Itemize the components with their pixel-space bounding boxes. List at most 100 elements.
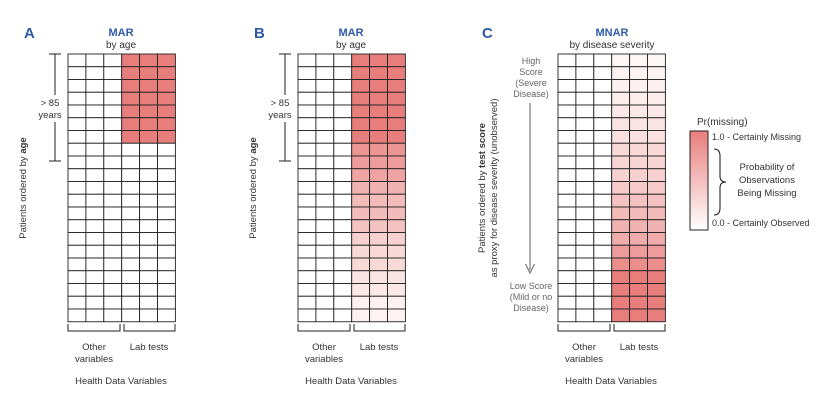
other-variable-cell-r9-c2 [103,168,123,182]
lab-test-cell-r1-c5 [387,66,406,80]
lab-test-cell-r20-c3 [611,308,631,323]
lab-test-cell-r7-c4 [369,142,388,157]
other-variable-cell-r15-c0 [67,244,87,259]
other-variable-cell-r11-c1 [575,193,595,208]
lab-test-cell-r12-c4 [139,206,158,221]
other-variable-cell-r5-c2 [593,117,613,131]
other-variable-cell-r20-c2 [103,308,123,323]
lab-test-cell-r12-c4 [369,206,388,221]
other-variable-cell-r16-c2 [593,257,613,272]
other-variable-cell-r15-c1 [575,244,595,259]
lab-test-cell-r6-c5 [387,130,406,144]
panel-a-group-brackets [67,324,176,332]
other-variable-cell-r1-c1 [575,66,595,80]
lab-test-cell-r11-c4 [139,193,158,208]
other-variable-cell-r9-c2 [333,168,353,182]
other-variable-cell-r17-c1 [315,270,335,284]
other-variable-cell-r14-c1 [315,232,335,246]
other-variable-cell-r11-c0 [557,193,577,208]
lab-test-cell-r12-c5 [647,206,666,221]
other-variable-cell-r3-c0 [297,91,317,106]
other-variable-cell-r9-c1 [85,168,105,182]
lab-test-cell-r16-c3 [351,257,371,272]
lab-test-cell-r1-c3 [121,66,141,80]
lab-test-cell-r6-c3 [351,130,371,144]
lab-test-cell-r1-c4 [139,66,158,80]
lab-test-cell-r20-c3 [121,308,141,323]
lab-test-cell-r13-c3 [121,219,141,233]
other-variable-cell-r18-c0 [557,283,577,297]
lab-test-cell-r2-c4 [369,79,388,93]
lab-test-cell-r13-c5 [647,219,666,233]
lab-test-cell-r5-c3 [121,117,141,131]
lab-test-cell-r3-c4 [139,91,158,106]
other-variable-cell-r6-c1 [575,130,595,144]
other-variable-cell-r4-c1 [315,104,335,119]
panel-b-grid [297,53,406,323]
other-variable-cell-r20-c2 [333,308,353,323]
lab-test-cell-r2-c3 [611,79,631,93]
lab-test-cell-r6-c4 [629,130,648,144]
panel-a-bracket-label-line2: years [38,110,61,121]
panel-c-high-label-3: (Severe [515,78,547,88]
lab-test-cell-r9-c3 [351,168,371,182]
other-variable-cell-r16-c0 [297,257,317,272]
lab-test-cell-r8-c3 [121,155,141,170]
panel-c-low-label-1: Low Score [510,281,553,291]
other-variable-cell-r8-c1 [575,155,595,170]
other-variable-cell-r6-c0 [67,130,87,144]
lab-test-cell-r19-c5 [387,295,406,310]
other-variable-cell-r17-c2 [333,270,353,284]
lab-test-cell-r17-c4 [369,270,388,284]
other-variable-cell-r9-c0 [67,168,87,182]
other-variable-cell-r1-c0 [67,66,87,80]
lab-test-cell-r17-c5 [387,270,406,284]
other-variable-cell-r19-c2 [593,295,613,310]
other-variable-cell-r16-c1 [575,257,595,272]
other-variable-cell-r7-c1 [85,142,105,157]
other-variable-cell-r2-c1 [575,79,595,93]
lab-test-cell-r16-c5 [157,257,176,272]
lab-test-cell-r7-c3 [611,142,631,157]
other-variable-cell-r9-c0 [297,168,317,182]
other-variable-cell-r6-c1 [315,130,335,144]
lab-test-cell-r0-c3 [351,53,371,68]
other-variable-cell-r9-c0 [557,168,577,182]
lab-test-cell-r15-c5 [157,244,176,259]
panel-c: C MNAR by disease severity Patients orde… [477,25,666,387]
other-variable-cell-r12-c2 [593,206,613,221]
panel-a-subtitle: by age [106,40,136,51]
lab-test-cell-r11-c4 [629,193,648,208]
lab-test-cell-r0-c5 [157,53,176,68]
lab-test-cell-r5-c4 [139,117,158,131]
lab-test-cell-r3-c3 [121,91,141,106]
other-variable-cell-r15-c0 [297,244,317,259]
other-variable-cell-r0-c0 [67,53,87,68]
other-variable-cell-r11-c1 [85,193,105,208]
lab-test-cell-r18-c3 [121,283,141,297]
other-variable-cell-r14-c2 [333,232,353,246]
other-variable-cell-r17-c0 [67,270,87,284]
other-variable-cell-r2-c1 [315,79,335,93]
lab-test-cell-r5-c3 [351,117,371,131]
lab-test-cell-r2-c5 [157,79,176,93]
lab-test-cell-r5-c5 [647,117,666,131]
lab-test-cell-r18-c5 [647,283,666,297]
other-variable-cell-r17-c0 [297,270,317,284]
other-variable-cell-r17-c1 [575,270,595,284]
lab-test-cell-r4-c3 [121,104,141,119]
lab-test-cell-r20-c5 [157,308,176,323]
panel-a-age-bracket: > 85 years [38,53,62,162]
lab-test-cell-r14-c3 [121,232,141,246]
other-variable-cell-r5-c0 [557,117,577,131]
other-variable-cell-r7-c0 [67,142,87,157]
lab-test-cell-r5-c5 [157,117,176,131]
other-variable-cell-r13-c2 [333,219,353,233]
lab-test-cell-r12-c3 [611,206,631,221]
lab-test-cell-r9-c5 [387,168,406,182]
lab-test-cell-r11-c4 [369,193,388,208]
other-variable-cell-r8-c1 [85,155,105,170]
lab-test-cell-r9-c5 [647,168,666,182]
other-variable-cell-r7-c2 [103,142,123,157]
lab-test-cell-r15-c4 [139,244,158,259]
